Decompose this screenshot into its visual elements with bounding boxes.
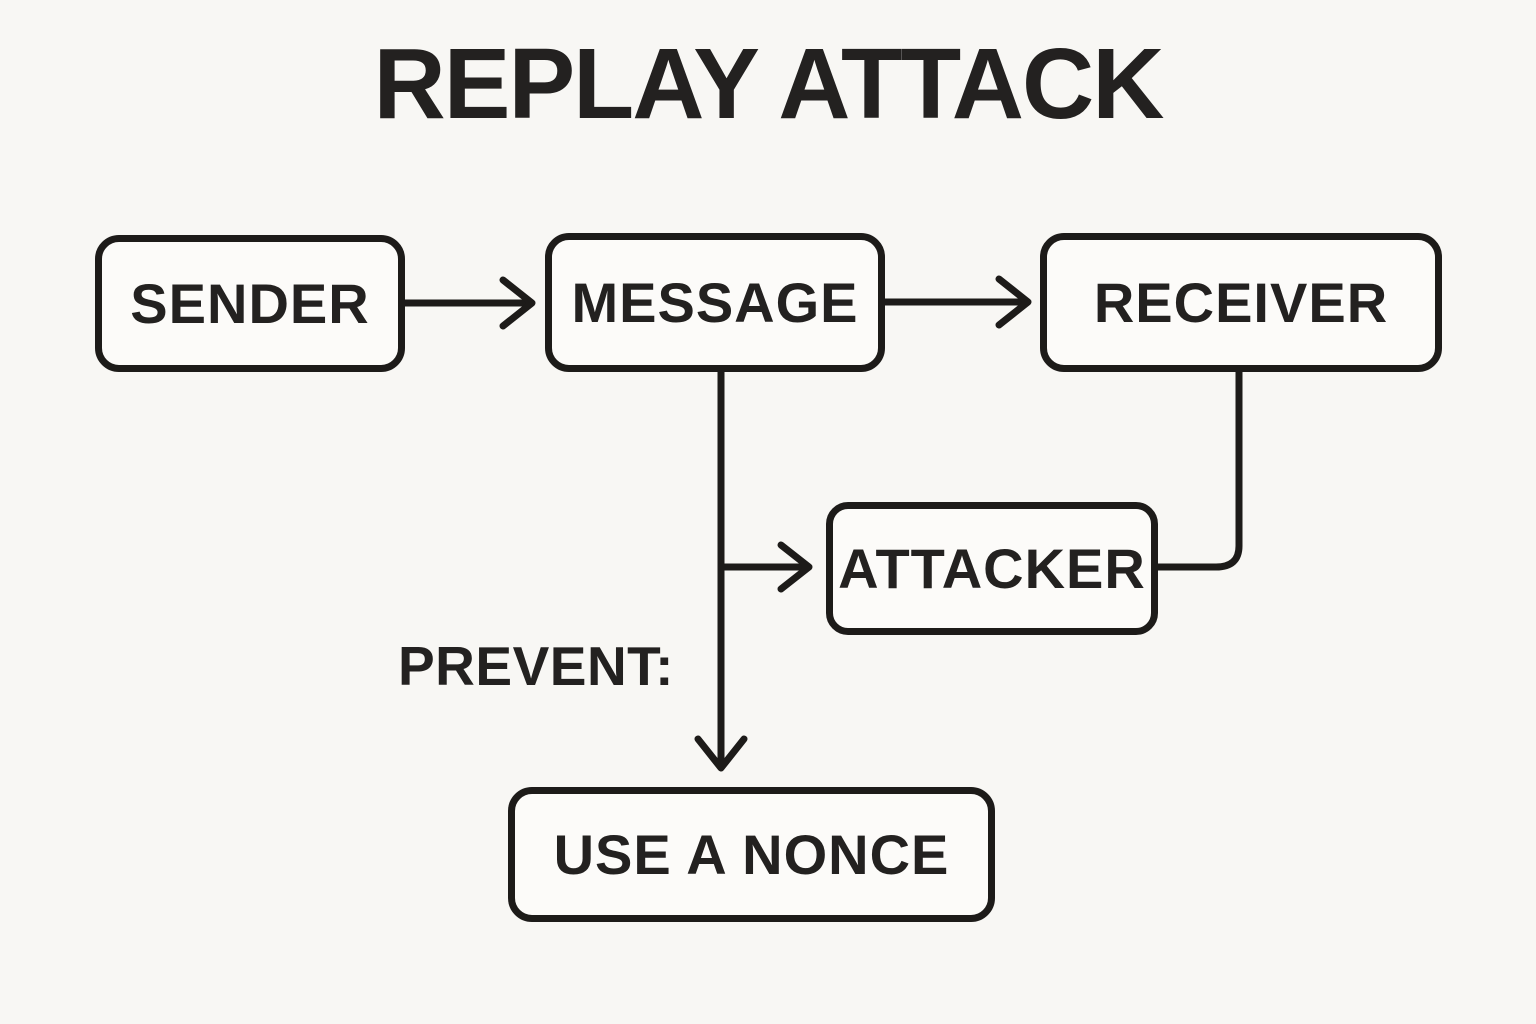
node-sender-label: SENDER xyxy=(130,272,370,335)
node-message: MESSAGE xyxy=(545,233,885,372)
node-use-a-nonce: USE A NONCE xyxy=(508,787,995,922)
arrow-message-to-use-a-nonce xyxy=(694,368,748,772)
line-receiver-to-attacker xyxy=(1154,368,1243,571)
node-receiver: RECEIVER xyxy=(1040,233,1442,372)
arrow-message-to-attacker xyxy=(717,541,813,593)
node-use-a-nonce-label: USE A NONCE xyxy=(553,823,950,886)
node-sender: SENDER xyxy=(95,235,405,372)
arrow-message-to-receiver xyxy=(881,275,1032,329)
prevent-label: PREVENT: xyxy=(398,635,674,697)
node-message-label: MESSAGE xyxy=(571,271,859,334)
node-receiver-label: RECEIVER xyxy=(1093,271,1389,334)
diagram-title: REPLAY ATTACK xyxy=(373,28,1165,140)
arrow-sender-to-message xyxy=(401,276,536,330)
node-attacker: ATTACKER xyxy=(826,502,1158,635)
node-attacker-label: ATTACKER xyxy=(838,537,1146,600)
